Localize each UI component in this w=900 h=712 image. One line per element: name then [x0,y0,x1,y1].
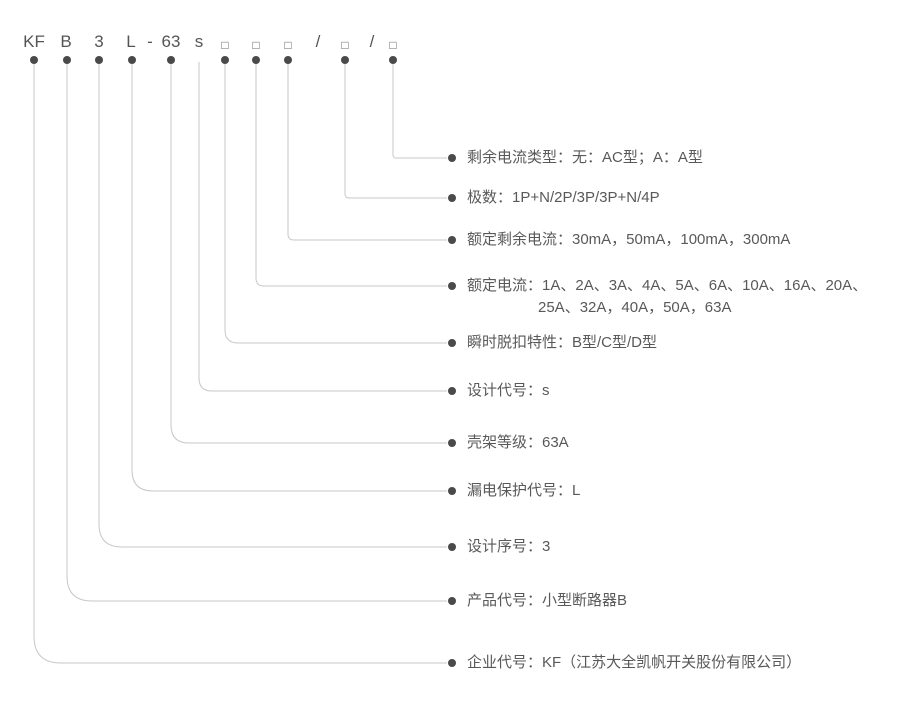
code-segment-poles-box: □ [341,38,349,52]
code-dot-icon [284,56,292,64]
connector-line-current [255,64,447,287]
label-product-code: 产品代号：小型断路器B [448,590,627,612]
connector-line-frame [170,64,447,444]
code-segment-slash-1: / [315,32,321,51]
code-segment-design: s [194,32,204,51]
code-segment-current-box: □ [252,38,260,52]
bullet-icon [448,439,456,447]
connector-line-residual [287,64,447,241]
label-trip-characteristic: 瞬时脱扣特性：B型/C型/D型 [448,332,657,354]
code-dot-icon [221,56,229,64]
code-segment-hyphen: - [147,32,153,51]
connector-line-product [66,64,447,602]
code-dot-icon [389,56,397,64]
bullet-icon [448,282,456,290]
label-enterprise-code: 企业代号：KF（江苏大全凯帆开关股份有限公司） [448,652,801,674]
code-segment-frame: 63 [161,32,181,51]
bullet-icon [448,236,456,244]
label-residual-current-type: 剩余电流类型：无：AC型；A：A型 [448,147,703,169]
code-segment-product: B [60,32,72,51]
code-segment-enterprise: KF [23,32,45,51]
bullet-icon [448,597,456,605]
bullet-icon [448,154,456,162]
code-dot-icon [63,56,71,64]
code-dot-icon [341,56,349,64]
label-poles: 极数：1P+N/2P/3P/3P+N/4P [448,187,660,209]
connector-line-enterprise [33,64,447,664]
label-rated-current: 额定电流：1A、2A、3A、4A、5A、6A、10A、16A、20A、 25A、… [448,275,867,319]
connector-line-design-code [198,62,447,392]
connector-line-trip [224,64,447,344]
connector-line-leakage [131,64,447,492]
bullet-icon [448,339,456,347]
code-dot-icon [128,56,136,64]
label-design-code: 设计代号：s [448,380,550,402]
code-dot-icon [252,56,260,64]
connector-line-poles [344,64,447,199]
label-design-serial: 设计序号：3 [448,536,550,558]
connector-line-type [392,64,447,159]
code-segment-residual-box: □ [284,38,292,52]
rated-current-line-2: 25A、32A，40A，50A，63A [538,299,732,316]
code-dot-icon [95,56,103,64]
code-segment-trip-box: □ [221,38,229,52]
bullet-icon [448,487,456,495]
label-rated-residual-current: 额定剩余电流：30mA，50mA，100mA，300mA [448,229,790,251]
label-leakage-protection-code: 漏电保护代号：L [448,480,580,502]
rated-current-line-1: 额定电流：1A、2A、3A、4A、5A、6A、10A、16A、20A、 [467,277,868,294]
code-segment-series: 3 [94,32,104,51]
bullet-icon [448,659,456,667]
connector-line-serial [98,64,447,548]
bullet-icon [448,543,456,551]
code-segment-type-box: □ [389,38,397,52]
bullet-icon [448,387,456,395]
code-segment-slash-2: / [369,32,375,51]
bullet-icon [448,194,456,202]
code-dot-icon [167,56,175,64]
label-frame-rating: 壳架等级：63A [448,432,569,454]
code-dot-icon [30,56,38,64]
code-segment-leakage: L [126,32,136,51]
